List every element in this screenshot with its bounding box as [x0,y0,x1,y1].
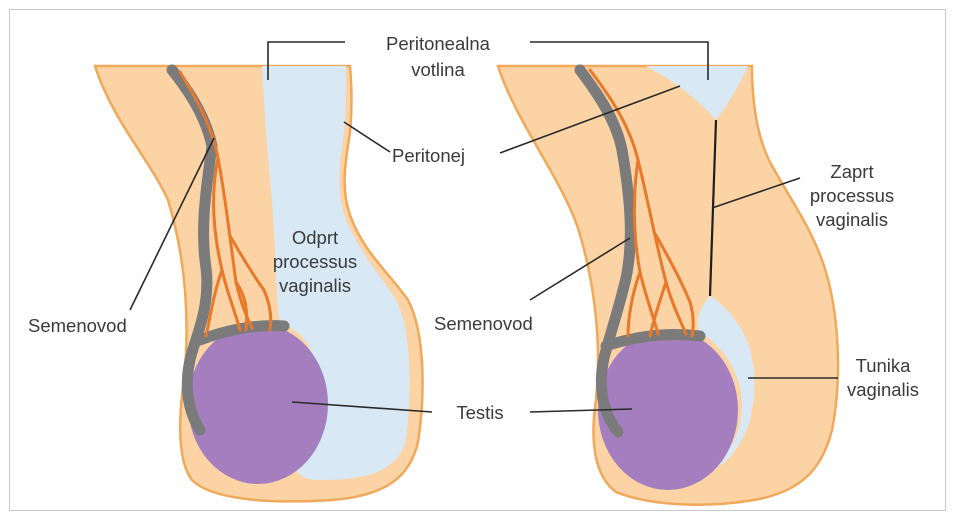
open-processus-label-2: processus [273,251,357,272]
tunica-vaginalis-label-2: vaginalis [847,379,919,400]
vas-deferens-label-right: Semenovod [434,313,533,334]
open-processus-label-3: vaginalis [279,275,351,296]
closed-processus-label-1: Zaprt [830,161,873,182]
closed-processus-label-3: vaginalis [816,209,888,230]
peritoneum-leader-left [344,122,390,152]
vas-deferens-label-left: Semenovod [28,315,127,336]
left-scrotum [95,66,423,501]
left-testis [188,324,328,484]
open-processus-label-1: Odprt [292,227,338,248]
testis-label: Testis [456,402,503,423]
tunica-vaginalis-label-1: Tunika [856,355,912,376]
right-scrotum [498,66,838,505]
peritoneal-cavity-label-1: Peritonealna [386,33,491,54]
closed-processus-label-2: processus [810,185,894,206]
peritoneal-cavity-label-2: votlina [411,59,465,80]
peritoneum-label: Peritonej [392,145,465,166]
